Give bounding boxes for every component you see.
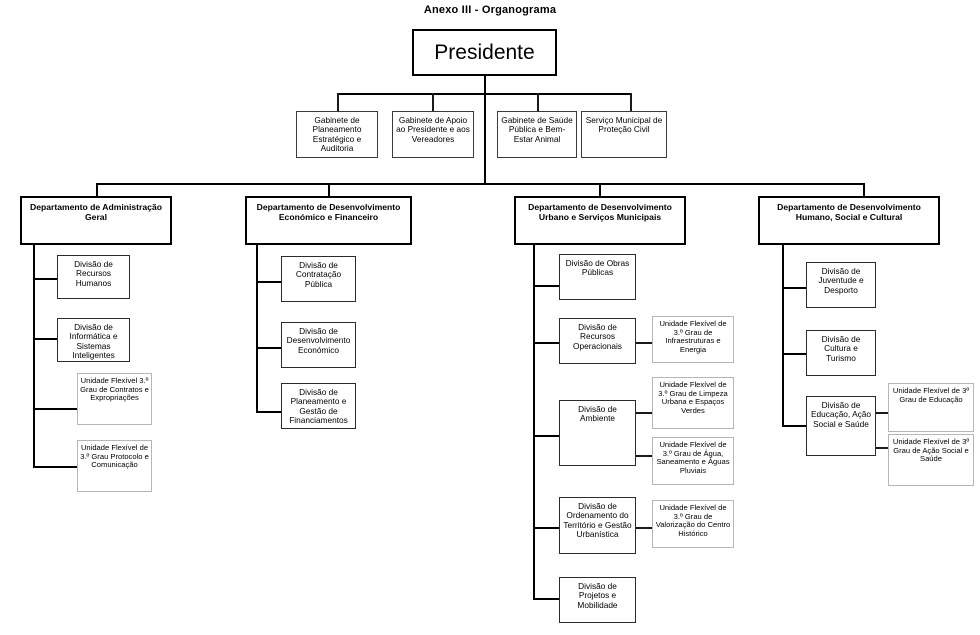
node-label: Divisão de Recursos Operacionais [573, 322, 622, 351]
node-gabinete-apoio-presidente[interactable]: Gabinete de Apoio ao Presidente e aos Ve… [392, 111, 474, 158]
connector-dept2-trunk [256, 245, 258, 413]
connector-unit-limpeza-urbana [636, 412, 652, 414]
connector-dept1-child-2 [33, 338, 57, 340]
connector-dept-drop-3 [599, 183, 601, 196]
node-label: Divisão de Recursos Humanos [74, 259, 113, 288]
node-divisao-recursos-humanos[interactable]: Divisão de Recursos Humanos [57, 255, 130, 299]
node-label: Divisão de Projetos e Mobilidade [577, 581, 618, 610]
node-unidade-protocolo-comunicacao[interactable]: Unidade Flexível de 3.º Grau Protocolo e… [77, 440, 152, 492]
connector-unit-educacao [876, 412, 888, 414]
node-unidade-valorizacao-centro-historico[interactable]: Unidade Flexível de 3.º Grau de Valoriza… [652, 500, 734, 548]
connector-dept1-child-4 [33, 466, 77, 468]
node-departamento-administracao-geral[interactable]: Departamento de Administração Geral [20, 196, 172, 245]
node-label: Gabinete de Apoio ao Presidente e aos Ve… [396, 115, 470, 144]
node-label: Divisão de Planeamento e Gestão de Finan… [289, 387, 348, 425]
node-label: Gabinete de Saúde Pública e Bem-Estar An… [501, 115, 573, 144]
node-label: Divisão de Cultura e Turismo [821, 334, 861, 363]
connector-unit-centro-historico [636, 527, 652, 529]
node-label: Departamento de Administração Geral [30, 202, 162, 222]
node-label: Unidade Flexível de 3.º Grau de Valoriza… [655, 503, 731, 538]
node-unidade-limpeza-urbana-espacos-verdes[interactable]: Unidade Flexível de 3.º Grau de Limpeza … [652, 377, 734, 429]
node-label: Unidade Flexível de 3.º Grau de Água, Sa… [656, 440, 730, 475]
node-servico-protecao-civil[interactable]: Serviço Municipal de Proteção Civil [581, 111, 667, 158]
connector-root-down [484, 76, 487, 93]
node-label: Unidade Flexível 3.º Grau de Contratos e… [80, 376, 149, 402]
connector-root-to-departments [484, 93, 487, 185]
node-label: Divisão de Contratação Pública [295, 260, 342, 289]
connector-dept3-child-2 [533, 342, 559, 344]
connector-dept-drop-4 [863, 183, 865, 196]
connector-dept2-child-1 [256, 281, 281, 283]
node-divisao-ambiente[interactable]: Divisão de Ambiente [559, 400, 636, 466]
node-label: Presidente [434, 40, 535, 64]
node-label: Departamento de Desenvolvimento Económic… [256, 202, 401, 222]
connector-dept-drop-1 [96, 183, 98, 196]
node-label: Departamento de Desenvolvimento Urbano e… [528, 202, 672, 222]
connector-dept3-child-5 [533, 598, 559, 600]
node-unidade-agua-saneamento-pluviais[interactable]: Unidade Flexível de 3.º Grau de Água, Sa… [652, 437, 734, 485]
node-label: Unidade Flexível de 3.º Grau Protocolo e… [80, 443, 149, 469]
connector-dept4-child-1 [782, 287, 806, 289]
node-divisao-informatica-sistemas[interactable]: Divisão de Informática e Sistemas Inteli… [57, 318, 130, 362]
connector-dept-drop-2 [328, 183, 330, 196]
node-label: Divisão de Obras Públicas [565, 258, 630, 278]
connector-cabinet-drop-3 [537, 93, 539, 111]
connector-dept4-child-3 [782, 425, 806, 427]
node-divisao-cultura-turismo[interactable]: Divisão de Cultura e Turismo [806, 330, 876, 376]
node-gabinete-planeamento-estrategico[interactable]: Gabinete de Planeamento Estratégico e Au… [296, 111, 378, 158]
node-departamento-economico-financeiro[interactable]: Departamento de Desenvolvimento Económic… [245, 196, 412, 245]
connector-department-bus [96, 183, 865, 186]
node-label: Divisão de Desenvolvimento Económico [286, 326, 351, 355]
node-gabinete-saude-publica[interactable]: Gabinete de Saúde Pública e Bem-Estar An… [497, 111, 577, 158]
connector-dept2-child-3 [256, 411, 281, 413]
node-presidente[interactable]: Presidente [412, 29, 557, 76]
connector-dept1-child-1 [33, 278, 57, 280]
connector-dept3-trunk [533, 245, 535, 600]
connector-unit-infraestruturas [636, 342, 652, 344]
node-label: Divisão de Informática e Sistemas Inteli… [69, 322, 118, 360]
node-label: Divisão de Ambiente [578, 404, 617, 424]
node-divisao-ordenamento-territorio[interactable]: Divisão de Ordenamento do Território e G… [559, 497, 636, 554]
node-label: Unidade Flexível de 3º Grau de Ação Soci… [892, 437, 970, 463]
connector-dept3-child-4 [533, 527, 559, 529]
node-departamento-humano-social-cultural[interactable]: Departamento de Desenvolvimento Humano, … [758, 196, 940, 245]
node-divisao-obras-publicas[interactable]: Divisão de Obras Públicas [559, 254, 636, 300]
node-divisao-juventude-desporto[interactable]: Divisão de Juventude e Desporto [806, 262, 876, 308]
connector-cabinet-drop-1 [337, 93, 339, 111]
node-label: Unidade Flexível de 3.º Grau de Limpeza … [658, 380, 728, 415]
connector-dept3-child-3 [533, 435, 559, 437]
node-label: Unidade Flexível de 3º Grau de Educação [892, 386, 970, 404]
page-title: Anexo III - Organograma [423, 4, 557, 16]
node-divisao-planeamento-gestao-financiamentos[interactable]: Divisão de Planeamento e Gestão de Finan… [281, 383, 356, 429]
node-divisao-projetos-mobilidade[interactable]: Divisão de Projetos e Mobilidade [559, 577, 636, 623]
connector-unit-agua-saneamento [636, 455, 652, 457]
connector-dept4-child-2 [782, 353, 806, 355]
node-label: Divisão de Educação, Ação Social e Saúde [811, 400, 871, 429]
connector-dept3-child-1 [533, 285, 559, 287]
node-divisao-contratacao-publica[interactable]: Divisão de Contratação Pública [281, 256, 356, 302]
node-unidade-educacao[interactable]: Unidade Flexível de 3º Grau de Educação [888, 383, 974, 432]
connector-dept4-trunk [782, 245, 784, 427]
connector-dept1-trunk [33, 245, 35, 468]
node-departamento-urbano-servicos[interactable]: Departamento de Desenvolvimento Urbano e… [514, 196, 686, 245]
connector-cabinet-drop-2 [432, 93, 434, 111]
node-unidade-acao-social-saude[interactable]: Unidade Flexível de 3º Grau de Ação Soci… [888, 434, 974, 486]
node-divisao-desenvolvimento-economico[interactable]: Divisão de Desenvolvimento Económico [281, 322, 356, 368]
connector-dept1-child-3 [33, 408, 77, 410]
connector-unit-acao-social-saude [876, 447, 888, 449]
node-divisao-educacao-acao-social-saude[interactable]: Divisão de Educação, Ação Social e Saúde [806, 396, 876, 456]
node-label: Divisão de Ordenamento do Território e G… [563, 501, 632, 539]
node-label: Departamento de Desenvolvimento Humano, … [777, 202, 921, 222]
node-label: Serviço Municipal de Proteção Civil [585, 115, 663, 135]
node-label: Divisão de Juventude e Desporto [818, 266, 864, 295]
node-label: Unidade Flexível de 3.º Grau de Infraest… [659, 319, 727, 354]
connector-dept2-child-2 [256, 347, 281, 349]
node-label: Gabinete de Planeamento Estratégico e Au… [312, 115, 362, 153]
node-unidade-contratos-expropriacoes[interactable]: Unidade Flexível 3.º Grau de Contratos e… [77, 373, 152, 425]
node-unidade-infraestruturas-energia[interactable]: Unidade Flexível de 3.º Grau de Infraest… [652, 316, 734, 363]
node-divisao-recursos-operacionais[interactable]: Divisão de Recursos Operacionais [559, 318, 636, 364]
connector-cabinet-drop-4 [630, 93, 632, 111]
